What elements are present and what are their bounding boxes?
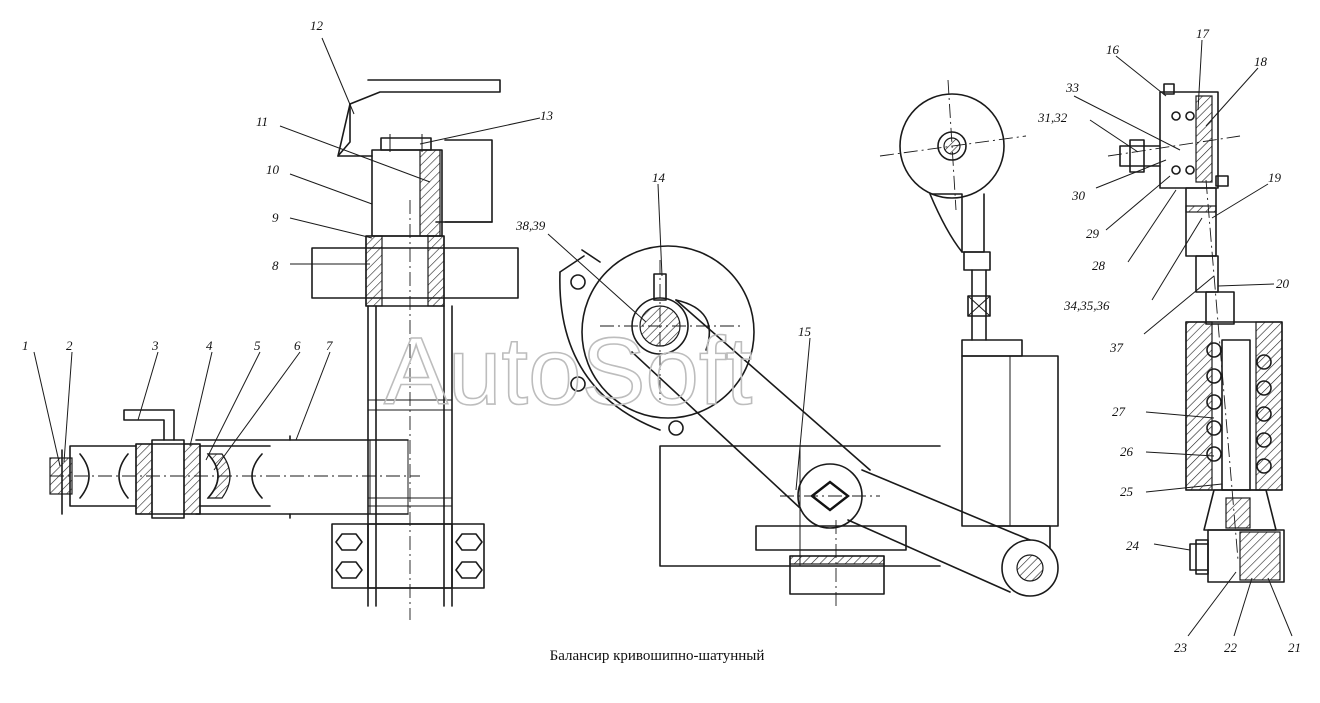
figure-caption: Балансир кривошипно-шатунный	[0, 648, 1320, 665]
callout-34-35-36: 34,35,36	[1063, 298, 1110, 313]
callout-20: 20	[1276, 276, 1290, 291]
callout-21: 21	[1288, 640, 1301, 655]
callout-26: 26	[1120, 444, 1134, 459]
spring-coil-icon	[1206, 342, 1272, 474]
callout-5: 5	[254, 338, 261, 353]
callout-9: 9	[272, 210, 279, 225]
callout-19: 19	[1268, 170, 1282, 185]
callout-18: 18	[1254, 54, 1268, 69]
callout-17: 17	[1196, 26, 1210, 41]
callout-13: 13	[540, 108, 554, 123]
callout-7: 7	[326, 338, 333, 353]
spring-strut	[1107, 83, 1285, 583]
callout-11: 11	[256, 114, 268, 129]
callout-33: 33	[1065, 80, 1080, 95]
callout-38-39: 38,39	[515, 218, 546, 233]
bolt-head-icon	[335, 533, 483, 579]
callout-8: 8	[272, 258, 279, 273]
callout-25: 25	[1120, 484, 1134, 499]
callout-4: 4	[206, 338, 213, 353]
callout-27: 27	[1112, 404, 1126, 419]
callout-labels: 1 2 3 4 5 6 7 8 9 10 11 12 13 14 15 16 1…	[22, 18, 1301, 655]
callout-24: 24	[1126, 538, 1140, 553]
leader-lines	[33, 37, 1293, 637]
callout-15: 15	[798, 324, 812, 339]
callout-10: 10	[266, 162, 280, 177]
callout-29: 29	[1086, 226, 1100, 241]
callout-2: 2	[66, 338, 73, 353]
callout-16: 16	[1106, 42, 1120, 57]
disk-bolt-icon	[570, 274, 684, 436]
callout-12: 12	[310, 18, 324, 33]
callout-23: 23	[1174, 640, 1188, 655]
callout-31-32: 31,32	[1037, 110, 1068, 125]
callout-1: 1	[22, 338, 29, 353]
left-column-assembly	[49, 79, 519, 620]
callout-37: 37	[1109, 340, 1124, 355]
callout-22: 22	[1224, 640, 1238, 655]
callout-14: 14	[652, 170, 666, 185]
callout-3: 3	[151, 338, 159, 353]
callout-28: 28	[1092, 258, 1106, 273]
callout-30: 30	[1071, 188, 1086, 203]
shock-absorber	[879, 79, 1059, 549]
callout-6: 6	[294, 338, 301, 353]
figure-caption-text: Балансир кривошипно-шатунный	[549, 648, 765, 664]
crank-assembly	[559, 245, 1059, 606]
watermark: AutoSoft	[384, 318, 752, 425]
